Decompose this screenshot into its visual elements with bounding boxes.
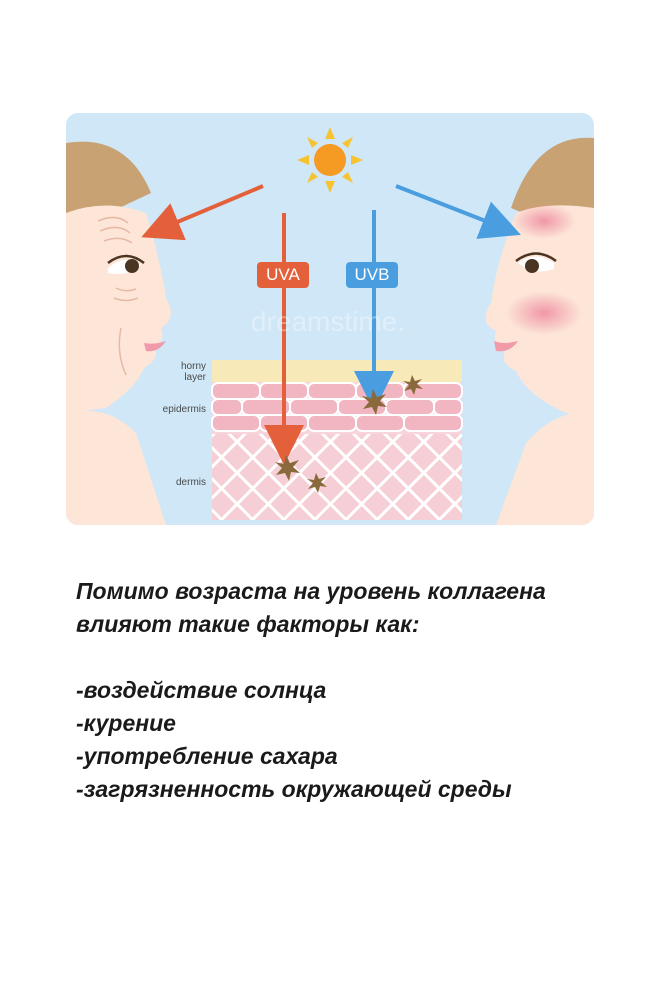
right-face <box>486 138 594 525</box>
uvb-label: UVB <box>346 262 398 288</box>
left-face <box>66 142 171 525</box>
factor-item: -курение <box>76 707 636 740</box>
skin-uv-illustration: dreamstime. UVA UVB horny layer epidermi… <box>66 113 594 525</box>
intro-line-1: Помимо возраста на уровень коллагена <box>76 575 636 608</box>
skin-cross-section <box>212 360 462 520</box>
factors-list: -воздействие солнца -курение -употреблен… <box>76 674 636 806</box>
dermis-label: dermis <box>156 477 206 488</box>
epidermis-label: epidermis <box>144 404 206 415</box>
sun-icon <box>297 127 363 193</box>
watermark-logo: dreamstime. <box>251 306 405 337</box>
factor-item: -употребление сахара <box>76 740 636 773</box>
intro-paragraph: Помимо возраста на уровень коллагена вли… <box>76 575 636 641</box>
illustration-drawing: dreamstime. <box>66 113 594 525</box>
intro-line-2: влияют такие факторы как: <box>76 608 636 641</box>
uva-label: UVA <box>257 262 309 288</box>
horny-layer-label: horny layer <box>162 361 206 383</box>
factor-item: -загрязненность окружающей среды <box>76 773 636 806</box>
factor-item: -воздействие солнца <box>76 674 636 707</box>
collagen-factors-text: Помимо возраста на уровень коллагена вли… <box>76 575 636 806</box>
